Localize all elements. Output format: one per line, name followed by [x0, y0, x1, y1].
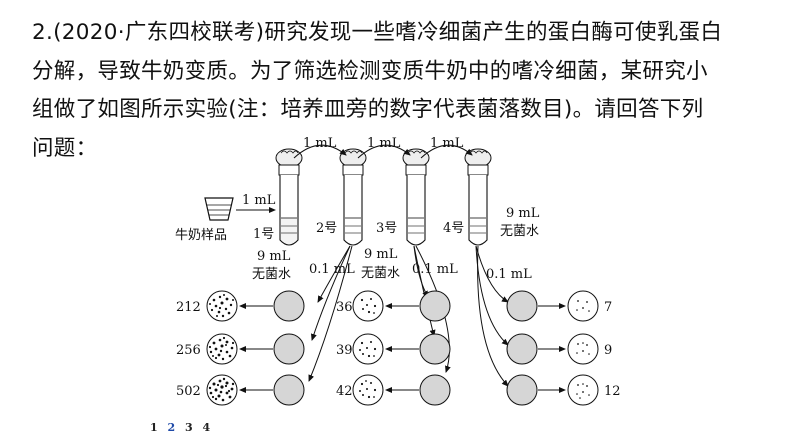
- colony-plate-g1-1: [206, 290, 238, 322]
- tube-4: [464, 148, 492, 246]
- blank-plate-g1-1: [273, 290, 305, 322]
- tube-2: [339, 148, 367, 246]
- tube-1-water-volume: 9 mL: [257, 249, 291, 264]
- plate-arrow-g2-3: [415, 245, 451, 373]
- tube-4-label: 4号: [443, 221, 464, 236]
- plate-arrow-g3-1: [475, 245, 509, 303]
- pagination: 1 2 3 4: [150, 421, 216, 434]
- tube-1: [275, 148, 303, 246]
- colony-plate-g2-3: [352, 374, 384, 406]
- colony-count-g2-2: 39: [336, 343, 353, 358]
- question-text: 2.(2020·广东四校联考)研究发现一些嗜冷细菌产生的蛋白酶可使乳蛋白 分解，…: [32, 14, 772, 168]
- blank-plate-g2-2: [419, 333, 451, 365]
- tube-2-label: 2号: [316, 221, 337, 236]
- tube-1-water-label: 无菌水: [252, 267, 291, 282]
- colony-plate-g2-2: [352, 333, 384, 365]
- plating-volume-label-2: 0.1 mL: [412, 262, 458, 277]
- colony-count-g3-3: 12: [604, 384, 621, 399]
- plate-arrow-g3-3: [477, 245, 509, 387]
- transfer-1-2-arrow: [293, 144, 347, 159]
- colony-plate-g3-2: [567, 333, 599, 365]
- tube-4-water-volume: 9 mL: [506, 206, 540, 221]
- blank-plate-g1-2: [273, 333, 305, 365]
- blank-plate-g3-1: [506, 290, 538, 322]
- transfer-2-3-arrow: [357, 144, 411, 159]
- tube-4-water-label: 无菌水: [500, 224, 539, 239]
- plating-volume-label-3: 0.1 mL: [486, 267, 532, 282]
- question-line-3: 组做了如图所示实验(注：培养皿旁的数字代表菌落数目)。请回答下列: [32, 97, 704, 122]
- colony-count-g3-2: 9: [604, 343, 612, 358]
- question-line-4: 问题：: [32, 135, 98, 161]
- page-link-4[interactable]: 4: [202, 421, 211, 434]
- colony-count-g3-1: 7: [604, 300, 612, 315]
- colony-plate-g3-1: [567, 290, 599, 322]
- colony-count-g2-1: 36: [336, 300, 353, 315]
- plate-arrow-g1-3: [308, 245, 353, 382]
- colony-count-g1-3: 502: [176, 384, 201, 399]
- transfer-3-4-arrow: [420, 144, 473, 159]
- plate-arrow-g1-2: [311, 245, 351, 341]
- question-line-1: 2.(2020·广东四校联考)研究发现一些嗜冷细菌产生的蛋白酶可使乳蛋白: [32, 20, 723, 45]
- blank-plate-g3-2: [506, 333, 538, 365]
- colony-plate-g1-2: [206, 333, 238, 365]
- question-line-2: 分解，导致牛奶变质。为了筛选检测变质牛奶中的嗜冷细菌，某研究小: [32, 58, 708, 84]
- page-link-1[interactable]: 1: [150, 421, 158, 434]
- plating-volume-label-1: 0.1 mL: [309, 262, 355, 277]
- milk-sample-label: 牛奶样品: [175, 228, 227, 243]
- blank-plate-g2-3: [419, 374, 451, 406]
- colony-plate-g3-3: [567, 374, 599, 406]
- milk-sample-beaker: [204, 197, 234, 221]
- colony-plate-g1-3: [206, 374, 238, 406]
- blank-plate-g1-3: [273, 374, 305, 406]
- plate-arrow-g1-1: [317, 245, 351, 303]
- tube-3-label: 3号: [376, 221, 397, 236]
- tube-2-water-volume: 9 mL: [364, 247, 398, 262]
- blank-plate-g3-3: [506, 374, 538, 406]
- plate-arrow-g2-2: [413, 245, 436, 337]
- tube-2-water-label: 无菌水: [361, 266, 400, 281]
- colony-count-g1-2: 256: [176, 343, 201, 358]
- tube-3: [402, 148, 430, 246]
- colony-count-g2-3: 42: [336, 384, 353, 399]
- blank-plate-g2-1: [419, 290, 451, 322]
- page-link-3[interactable]: 3: [185, 421, 193, 434]
- colony-count-g1-1: 212: [176, 300, 201, 315]
- colony-plate-g2-1: [352, 290, 384, 322]
- transfer-volume-label: 1 mL: [242, 193, 276, 208]
- tube-1-label: 1号: [253, 227, 274, 242]
- page-link-2[interactable]: 2: [167, 421, 176, 434]
